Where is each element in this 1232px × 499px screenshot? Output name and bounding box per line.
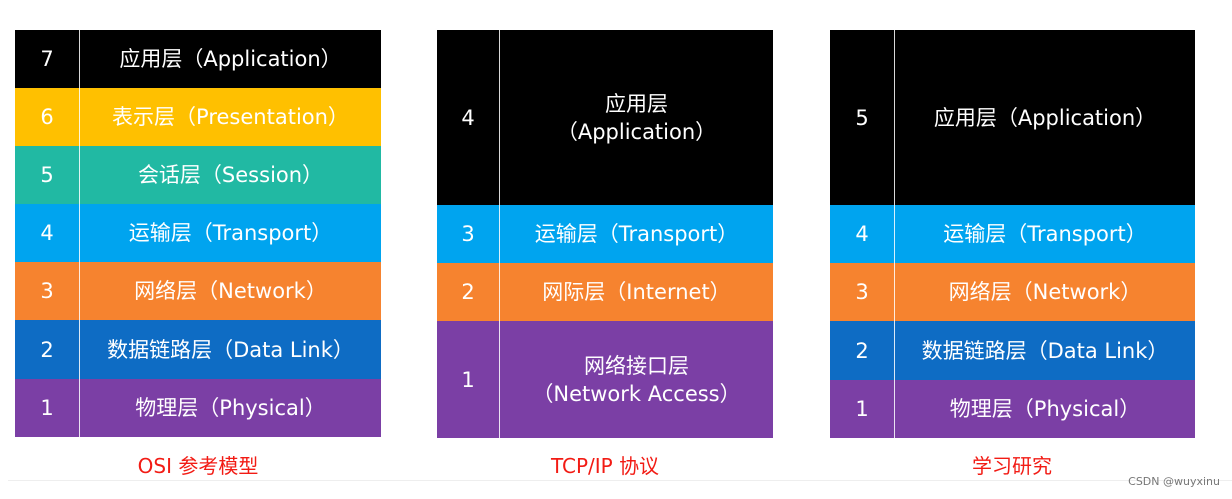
layer-number: 1 (830, 380, 895, 438)
layer-label: 应用层（Application） (119, 47, 342, 71)
layer-row: 2 数据链路层（Data Link） (830, 321, 1195, 380)
layer-number: 5 (830, 30, 895, 205)
layer-number: 3 (437, 205, 500, 263)
layer-label: 运输层（Transport） (128, 221, 333, 245)
layer-label: 物理层（Physical） (949, 397, 1141, 421)
layer-row: 3 网络层（Network） (15, 262, 381, 320)
watermark: CSDN @wuyxinu (1128, 475, 1220, 488)
layer-label: 网络层（Network） (134, 279, 327, 303)
layer-number: 1 (437, 321, 500, 438)
layer-row: 2 网际层（Internet） (437, 263, 773, 321)
layer-row: 2 数据链路层（Data Link） (15, 320, 381, 379)
layer-row: 7 应用层（Application） (15, 30, 381, 88)
layer-number: 3 (830, 263, 895, 321)
layer-number: 5 (15, 146, 80, 204)
layer-number: 7 (15, 30, 80, 88)
osi-model-table: 7 应用层（Application） 6 表示层（Presentation） 5 会话层（… (15, 30, 381, 437)
layer-label: 网际层（Internet） (542, 280, 731, 304)
layer-number: 3 (15, 262, 80, 320)
osi-caption: OSI 参考模型 (137, 454, 259, 478)
layer-label: 应用层（Application） (933, 105, 1157, 130)
layer-row: 1 物理层（Physical） (15, 379, 381, 437)
study-caption: 学习研究 (972, 454, 1052, 478)
layer-row: 3 运输层（Transport） (437, 205, 773, 263)
layer-label: 物理层（Physical） (135, 396, 326, 420)
tcpip-model-table: 4 应用层 （Application） 3 运输层（Transport） 2 网际层（In… (437, 30, 773, 438)
layer-label: 运输层（Transport） (534, 222, 739, 246)
layer-number: 4 (15, 204, 80, 262)
layer-row: 1 物理层（Physical） (830, 380, 1195, 438)
layer-number: 2 (830, 321, 895, 380)
layer-label: 表示层（Presentation） (112, 105, 349, 129)
layer-number: 4 (437, 30, 500, 205)
layer-row: 4 应用层 （Application） (437, 30, 773, 205)
layer-number: 2 (15, 320, 80, 379)
layer-label: 应用层 （Application） (556, 91, 717, 144)
layer-label: 网络接口层 （Network Access） (532, 353, 741, 406)
tcpip-caption: TCP/IP 协议 (550, 454, 660, 478)
layer-label: 会话层（Session） (137, 163, 324, 187)
layer-row: 6 表示层（Presentation） (15, 88, 381, 146)
layer-number: 2 (437, 263, 500, 321)
layer-row: 5 应用层（Application） (830, 30, 1195, 205)
layer-label: 数据链路层（Data Link） (921, 338, 1169, 363)
layer-row: 1 网络接口层 （Network Access） (437, 321, 773, 438)
layer-label: 数据链路层（Data Link） (107, 337, 354, 362)
divider-line (8, 480, 1232, 481)
layer-label: 运输层（Transport） (943, 222, 1147, 246)
layer-number: 6 (15, 88, 80, 146)
layer-label: 网络层（Network） (948, 280, 1142, 304)
layer-row: 4 运输层（Transport） (830, 205, 1195, 263)
layer-row: 5 会话层（Session） (15, 146, 381, 204)
study-model-table: 5 应用层（Application） 4 运输层（Transport） 3 网络层（Net… (830, 30, 1195, 438)
layer-number: 1 (15, 379, 80, 437)
layer-number: 4 (830, 205, 895, 263)
layer-row: 4 运输层（Transport） (15, 204, 381, 262)
layer-row: 3 网络层（Network） (830, 263, 1195, 321)
